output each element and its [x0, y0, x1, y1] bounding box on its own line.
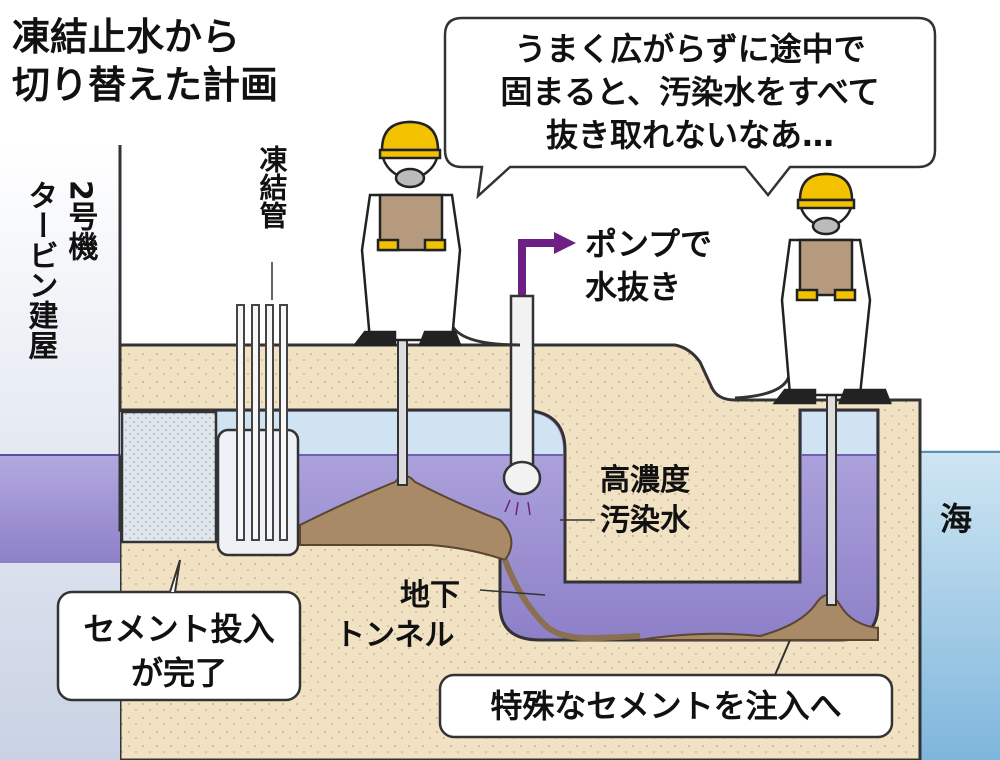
building-label-2: タービン建屋 [23, 180, 59, 360]
sea-label: 海 [940, 500, 972, 538]
bubble-line-1: うまく広がらずに途中で [514, 30, 865, 68]
special-cement-label: 特殊なセメントを注入へ [490, 687, 841, 725]
building-water [0, 455, 120, 563]
title-line-1: 凍結止水から [12, 15, 240, 59]
water-label-1: 高濃度 [600, 463, 690, 498]
cement-done-box [56, 590, 302, 702]
pump-label-1: ポンプで [585, 225, 712, 263]
cement-done-line-2: が完了 [131, 654, 227, 692]
cement-done-line-1: セメント投入 [83, 610, 274, 648]
cement-filled-section [120, 410, 218, 544]
pump-pipe [509, 294, 535, 468]
title-line-2: 切り替えた計画 [12, 63, 278, 107]
tunnel-label-1: 地下 [400, 578, 460, 613]
pump-head [502, 460, 542, 496]
worker-right [772, 172, 892, 405]
building-label-1: 2号機 [63, 180, 99, 261]
bubble-line-2: 固まると、汚染水をすべて [500, 73, 879, 111]
freeze-pipes [236, 304, 288, 541]
pump-label-2: 水抜き [585, 268, 681, 306]
cement-mound-left [299, 475, 513, 562]
sea [920, 450, 1000, 760]
worker-left [352, 120, 462, 347]
bubble-line-3: 抜き取れないなあ… [546, 116, 834, 154]
special-cement-box [438, 673, 894, 739]
water-label-2: 汚染水 [600, 503, 691, 538]
speech-bubble [443, 16, 937, 200]
freeze-pipe-label: 凍結管 [256, 145, 289, 229]
cement-mound-right [639, 594, 879, 641]
tunnel-label-2: トンネル [335, 618, 454, 653]
pump-arrow [518, 239, 555, 295]
